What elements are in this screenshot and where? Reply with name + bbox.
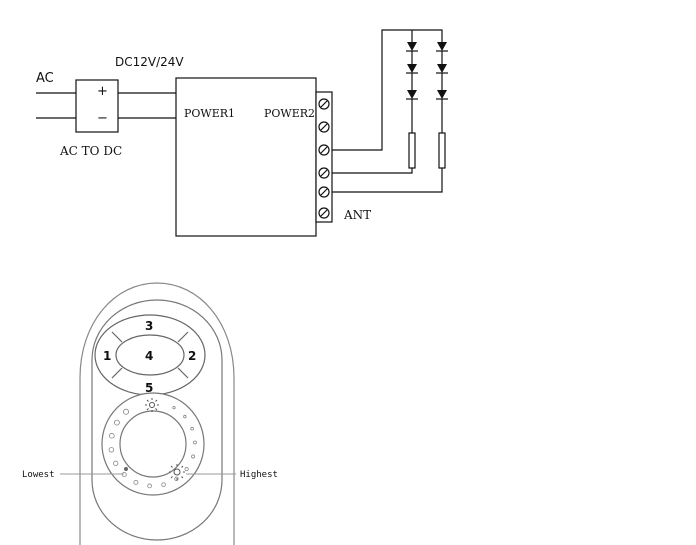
- terminal-screw: [318, 167, 330, 179]
- brightness-dot: [123, 408, 130, 415]
- brightness-dot: [172, 405, 176, 410]
- brightness-dot: [147, 483, 152, 489]
- led-string-1: [406, 42, 418, 169]
- terminal-screw: [318, 207, 330, 219]
- brightness-high-sun-icon: [169, 464, 185, 480]
- led-string-2: [436, 42, 448, 169]
- plus-sign: +: [97, 84, 108, 99]
- power1-label: POWER1: [184, 107, 235, 120]
- converter-label: AC TO DC: [59, 144, 122, 158]
- remote-control: 1 2 3 4 5 Lowest Highest: [22, 282, 278, 545]
- brightness-dot: [191, 454, 196, 459]
- brightness-dot: [161, 482, 166, 487]
- led-common-wire: [332, 29, 443, 151]
- lowest-indicator-dot: [124, 467, 128, 471]
- button-4[interactable]: [115, 334, 185, 376]
- led-diode-icon: [407, 64, 417, 73]
- antenna-label: ANT: [343, 208, 371, 222]
- led-diode-icon: [437, 64, 447, 73]
- dc-voltage-label: DC12V/24V: [115, 55, 184, 69]
- led-diode-icon: [437, 90, 447, 99]
- ac-to-dc-converter: [75, 79, 119, 133]
- brightness-dot: [113, 460, 119, 466]
- terminal-screw: [318, 98, 330, 110]
- resistor-icon: [408, 132, 416, 169]
- brightness-dot: [193, 440, 197, 445]
- terminal-screws: [318, 98, 330, 219]
- led-string-1-return: [332, 168, 413, 174]
- button-3-label[interactable]: 3: [145, 319, 153, 333]
- ac-label: AC: [36, 71, 54, 86]
- led-diode-icon: [407, 90, 417, 99]
- brightness-dot: [108, 447, 115, 453]
- power2-label: POWER2: [264, 107, 315, 120]
- brightness-dot: [113, 419, 120, 426]
- minus-sign: −: [97, 111, 108, 126]
- terminal-screw: [318, 121, 330, 133]
- brightness-dot: [133, 479, 139, 485]
- dimmer-center[interactable]: [119, 410, 187, 478]
- brightness-dot: [183, 414, 187, 419]
- brightness-dot: [184, 467, 189, 472]
- brightness-top-sun-icon: [145, 398, 159, 412]
- terminal-screw: [318, 186, 330, 198]
- lowest-label: Lowest: [22, 470, 55, 480]
- terminal-screw: [318, 144, 330, 156]
- brightness-dot: [108, 432, 115, 439]
- led-diode-icon: [437, 42, 447, 51]
- led-diode-icon: [407, 42, 417, 51]
- button-4-label[interactable]: 4: [145, 349, 153, 363]
- button-2-label[interactable]: 2: [188, 349, 196, 363]
- button-1-label[interactable]: 1: [103, 349, 111, 363]
- wiring-diagram: AC + − AC TO DC DC12V/24V POWER1 POWER2 …: [36, 29, 448, 237]
- resistor-icon: [438, 132, 446, 169]
- highest-label: Highest: [240, 470, 278, 480]
- brightness-dots: [108, 405, 197, 489]
- controller-box: [175, 77, 317, 237]
- led-string-2-return: [332, 168, 443, 193]
- button-5-label[interactable]: 5: [145, 381, 153, 395]
- brightness-dot: [190, 426, 194, 431]
- terminal-block: [315, 91, 333, 223]
